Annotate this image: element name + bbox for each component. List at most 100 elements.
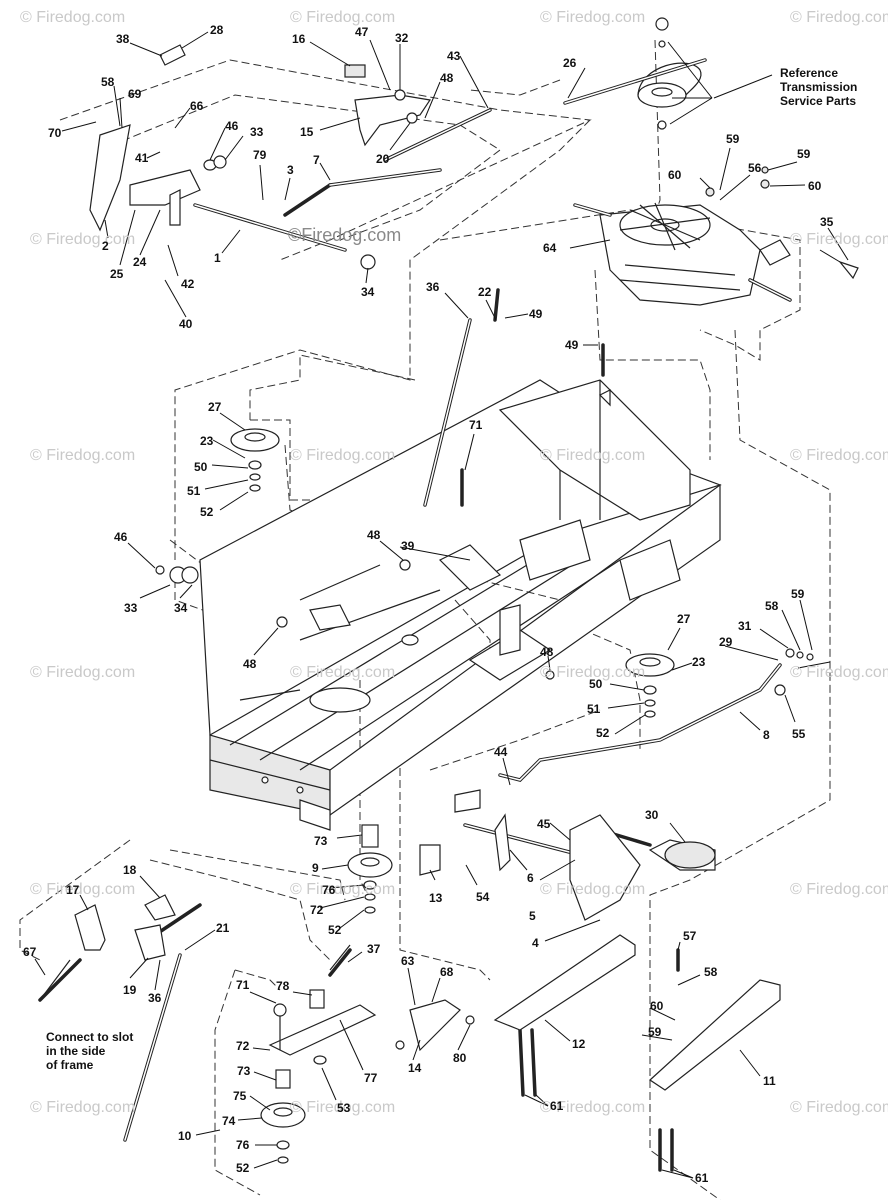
callout-33: 33 <box>124 601 138 615</box>
callout-1: 1 <box>214 251 221 265</box>
watermark: © Firedog.com <box>540 447 646 464</box>
callout-74: 74 <box>222 1114 236 1128</box>
callout-40: 40 <box>179 317 193 331</box>
callout-30: 30 <box>645 808 659 822</box>
callout-52: 52 <box>200 505 214 519</box>
watermark: © Firedog.com <box>790 9 888 26</box>
watermark: © Firedog.com <box>540 881 646 898</box>
callout-18: 18 <box>123 863 137 877</box>
note-line: of frame <box>46 1058 94 1072</box>
pulleys <box>155 428 814 1164</box>
callout-7: 7 <box>313 153 320 167</box>
callout-79: 79 <box>253 148 267 162</box>
callout-36: 36 <box>426 280 440 294</box>
callout-20: 20 <box>376 152 390 166</box>
watermark: © Firedog.com <box>290 664 396 681</box>
callout-8: 8 <box>763 728 770 742</box>
callout-53: 53 <box>337 1101 351 1115</box>
callout-49: 49 <box>565 338 579 352</box>
callout-48: 48 <box>243 657 257 671</box>
watermark: © Firedog.com <box>30 231 136 248</box>
callout-77: 77 <box>364 1071 378 1085</box>
callout-68: 68 <box>440 965 454 979</box>
watermark: © Firedog.com <box>790 881 888 898</box>
callout-25: 25 <box>110 267 124 281</box>
dashed-assembly-lines <box>19 39 831 1200</box>
callout-45: 45 <box>537 817 551 831</box>
callout-59: 59 <box>797 147 811 161</box>
callout-14: 14 <box>408 1061 422 1075</box>
callout-2: 2 <box>102 239 109 253</box>
watermark: © Firedog.com <box>540 9 646 26</box>
callout-48: 48 <box>440 71 454 85</box>
callout-59: 59 <box>791 587 805 601</box>
watermark: © Firedog.com <box>20 9 126 26</box>
callout-61: 61 <box>550 1099 564 1113</box>
callout-49: 49 <box>529 307 543 321</box>
transmission <box>563 17 859 306</box>
watermark: © Firedog.com <box>290 9 396 26</box>
watermark: © Firedog.com <box>290 881 396 898</box>
callout-80: 80 <box>453 1051 467 1065</box>
callout-60: 60 <box>668 168 682 182</box>
callout-19: 19 <box>123 983 137 997</box>
callout-75: 75 <box>233 1089 247 1103</box>
callout-72: 72 <box>310 903 324 917</box>
callout-50: 50 <box>589 677 603 691</box>
callout-39: 39 <box>401 539 415 553</box>
callout-73: 73 <box>237 1064 251 1078</box>
callout-27: 27 <box>677 612 691 626</box>
callout-15: 15 <box>300 125 314 139</box>
watermark: © Firedog.com <box>30 447 136 464</box>
callout-54: 54 <box>476 890 490 904</box>
note-line: Connect to slot <box>46 1030 134 1044</box>
watermark: © Firedog.com <box>290 447 396 464</box>
callout-10: 10 <box>178 1129 192 1143</box>
callout-23: 23 <box>200 434 214 448</box>
callout-4: 4 <box>532 936 539 950</box>
callout-56: 56 <box>748 161 762 175</box>
watermark: © Firedog.com <box>30 664 136 681</box>
callout-34: 34 <box>361 285 375 299</box>
callout-48: 48 <box>540 645 554 659</box>
callout-34: 34 <box>174 601 188 615</box>
reference-line: Service Parts <box>780 94 857 108</box>
callout-78: 78 <box>276 979 290 993</box>
callout-73: 73 <box>314 834 328 848</box>
watermark: © Firedog.com <box>790 1099 888 1116</box>
brackets-and-arms <box>39 44 781 1091</box>
callout-67: 67 <box>23 945 37 959</box>
callout-58: 58 <box>765 599 779 613</box>
callout-66: 66 <box>190 99 204 113</box>
callout-leader-lines <box>34 31 849 1179</box>
callout-27: 27 <box>208 400 222 414</box>
callout-51: 51 <box>187 484 201 498</box>
callout-46: 46 <box>114 530 128 544</box>
callout-44: 44 <box>494 745 508 759</box>
callout-16: 16 <box>292 32 306 46</box>
callout-76: 76 <box>322 883 336 897</box>
callout-58: 58 <box>101 75 115 89</box>
callout-60: 60 <box>808 179 822 193</box>
callout-42: 42 <box>181 277 195 291</box>
callout-47: 47 <box>355 25 369 39</box>
reference-transmission-note: Reference Transmission Service Parts <box>780 66 857 108</box>
callout-52: 52 <box>328 923 342 937</box>
callout-29: 29 <box>719 635 733 649</box>
watermark: © Firedog.com <box>790 231 888 248</box>
callout-61: 61 <box>695 1171 709 1185</box>
callout-60: 60 <box>650 999 664 1013</box>
callout-58: 58 <box>704 965 718 979</box>
callout-50: 50 <box>194 460 208 474</box>
callout-11: 11 <box>763 1074 776 1088</box>
watermark: © Firedog.com <box>30 881 136 898</box>
callout-5: 5 <box>529 909 536 923</box>
reference-line: Reference <box>780 66 839 80</box>
callout-59: 59 <box>648 1025 662 1039</box>
callout-52: 52 <box>236 1161 250 1175</box>
callout-13: 13 <box>429 891 443 905</box>
callout-46: 46 <box>225 119 239 133</box>
main-frame <box>199 379 722 831</box>
callout-23: 23 <box>692 655 706 669</box>
